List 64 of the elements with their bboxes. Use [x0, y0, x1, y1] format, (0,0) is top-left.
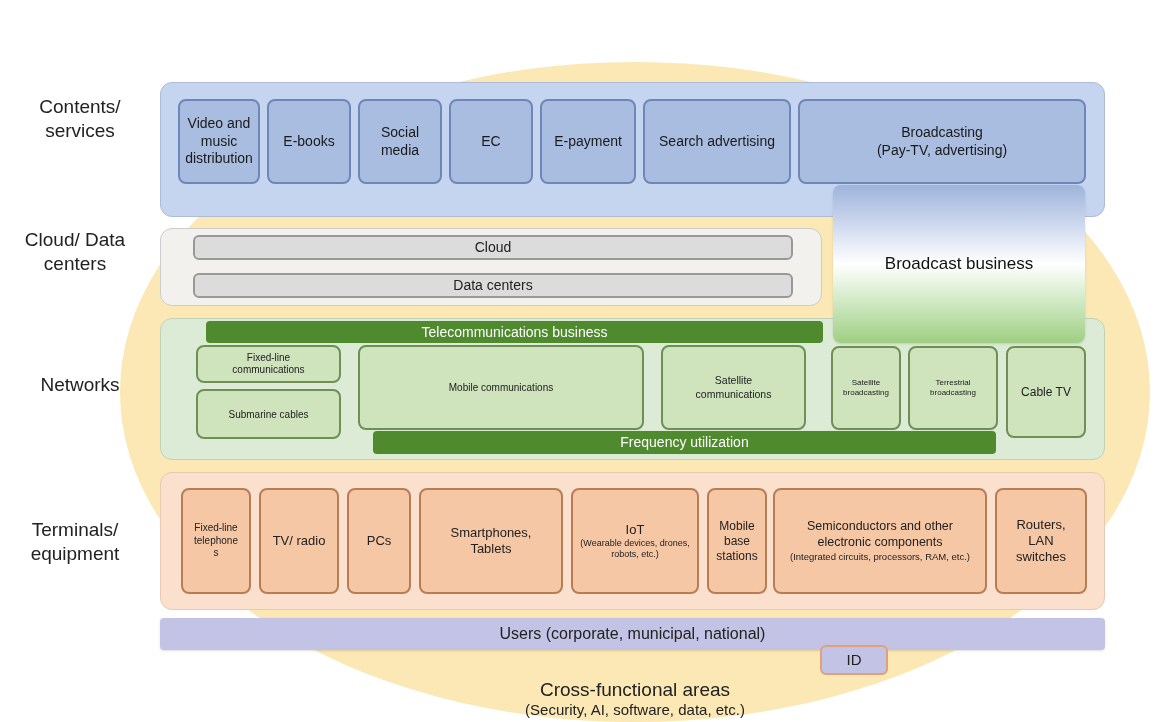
row-label: Terminals/ equipment — [29, 518, 121, 566]
equipment-box — [181, 488, 251, 594]
equipment-box — [571, 488, 699, 594]
equipment-box — [419, 488, 563, 594]
row-label: Cloud/ Data centers — [23, 228, 127, 276]
node-label: Mobile communications — [448, 381, 554, 395]
row-label: Contents/ services — [38, 95, 122, 143]
node-label: Fixed-line communications — [231, 351, 306, 377]
frequency-bar — [373, 431, 996, 454]
node-label: E-payment — [554, 132, 622, 151]
equipment-box — [347, 488, 411, 594]
network-box — [831, 346, 901, 430]
node-note: (Wearable devices, drones, robots, etc.) — [579, 537, 691, 561]
node-note: (Integrated circuits, processors, RAM, etc.) — [789, 550, 971, 563]
network-box — [661, 345, 806, 430]
node-label: Satellite broadcasting — [842, 378, 890, 398]
node-label: Data centers — [453, 276, 533, 295]
network-box — [1006, 346, 1086, 438]
network-box — [908, 346, 998, 430]
node-note: (Pay-TV, advertising) — [876, 141, 1008, 159]
network-box — [196, 345, 341, 383]
node-label: Users (corporate, municipal, national) — [499, 624, 766, 644]
node-label: Terrestrial broadcasting — [929, 378, 977, 398]
service-box — [798, 99, 1086, 184]
node-label: Submarine cables — [228, 407, 309, 422]
node-label: Cross-functional areas — [539, 677, 731, 702]
equipment-box — [259, 488, 339, 594]
node-label: IoT — [625, 521, 645, 538]
service-box — [267, 99, 351, 184]
node-label: Telecommunications business — [421, 322, 608, 342]
data-center-bar — [193, 273, 793, 298]
node-label: EC — [481, 132, 501, 151]
service-box — [449, 99, 533, 184]
node-label: Smartphones, Tablets — [449, 524, 533, 558]
node-label: Broadcast business — [884, 253, 1034, 276]
node-label: Fixed-line telephones — [193, 522, 239, 560]
equipment-box — [773, 488, 987, 594]
node-label: E-books — [283, 132, 335, 151]
service-box — [358, 99, 442, 184]
node-label: Frequency utilization — [620, 433, 749, 452]
node-label: Search advertising — [659, 132, 775, 151]
node-label: Cable TV — [1021, 384, 1071, 401]
service-box — [643, 99, 791, 184]
node-label: Video and music distribution — [184, 115, 254, 168]
cloud-bar — [193, 235, 793, 260]
network-box — [358, 345, 644, 430]
business-bar — [206, 321, 823, 343]
equipment-box — [995, 488, 1087, 594]
row-label: Networks — [39, 373, 121, 397]
node-label: Semiconductors and other electronic components — [806, 519, 954, 551]
node-note: (Security, AI, software, data, etc.) — [525, 701, 745, 720]
node-label: ID — [846, 649, 862, 670]
node-label: PCs — [366, 532, 392, 551]
service-box — [178, 99, 260, 184]
equipment-box — [707, 488, 767, 594]
service-box — [540, 99, 636, 184]
node-label: Routers, LAN switches — [1015, 516, 1067, 566]
node-label: Broadcasting — [901, 124, 983, 142]
network-box — [196, 389, 341, 439]
node-label: Mobile base stations — [715, 518, 759, 564]
node-label: Social media — [379, 124, 421, 159]
node-label: TV/ radio — [272, 532, 326, 551]
node-label: Cloud — [474, 238, 512, 257]
node-label: Satellite communications — [694, 374, 773, 401]
